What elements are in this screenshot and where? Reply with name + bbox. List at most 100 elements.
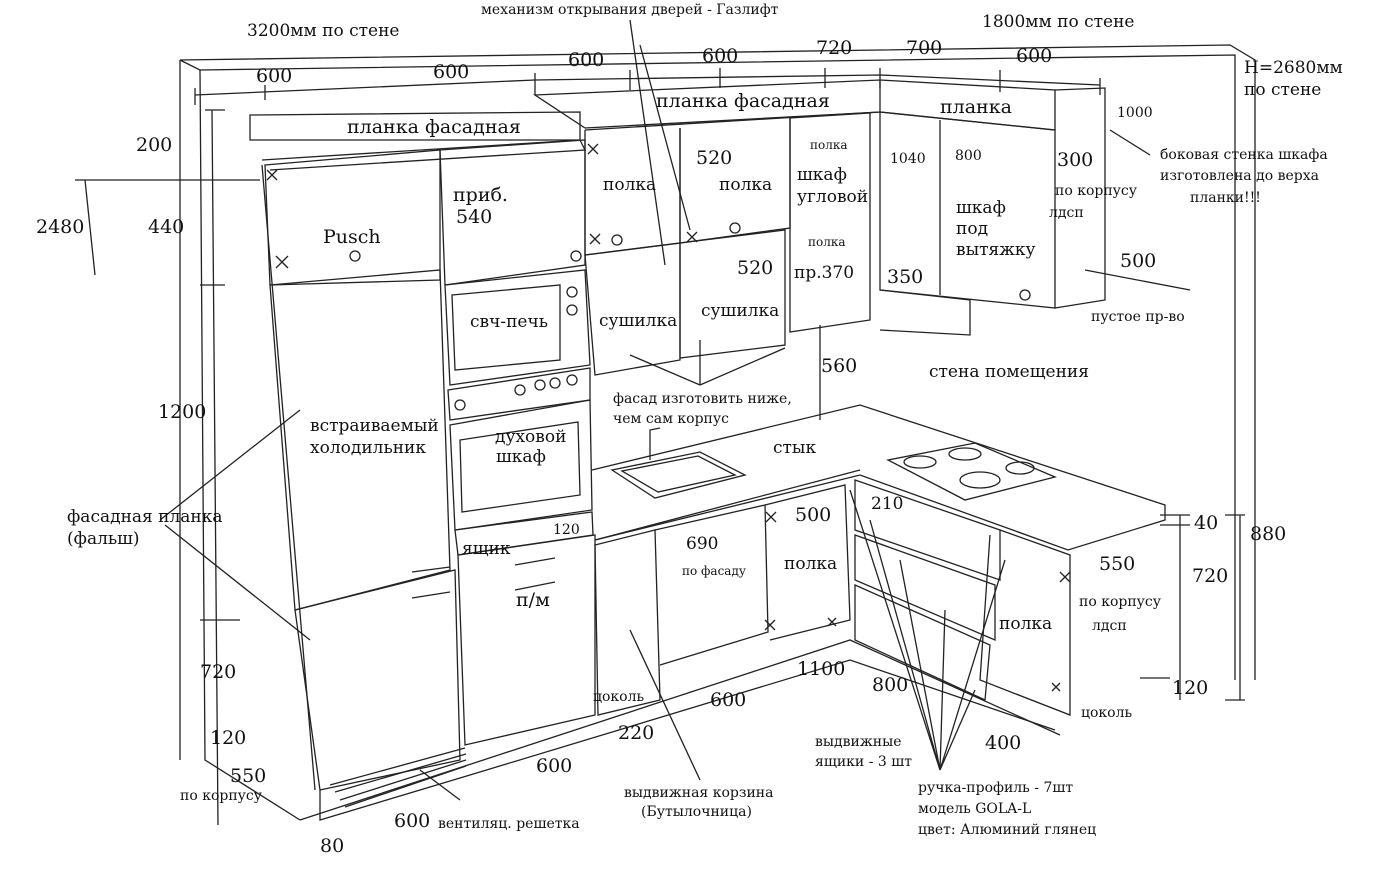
hood-cab-3: вытяжку [956, 240, 1036, 260]
dim-560: 560 [821, 355, 858, 377]
dim-1200: 1200 [158, 401, 207, 423]
dim-600-mid: 600 [710, 689, 747, 711]
dim-520-a: 520 [696, 147, 733, 169]
dim-440: 440 [148, 216, 185, 238]
facade-note-1: фасад изготовить ниже, [613, 391, 792, 407]
basket-label-2: (Бутылочница) [641, 804, 752, 820]
height-label: Н=2680мм [1244, 58, 1343, 78]
mechanism-label: механизм открывания дверей - Газлифт [481, 2, 779, 18]
dim-top-7: 600 [1016, 45, 1053, 67]
planka-mid: планка фасадная [656, 90, 830, 112]
dim-top-2: 600 [433, 61, 470, 83]
handle-label-3: цвет: Алюминий глянец [918, 822, 1097, 838]
drawers-label-2: ящики - 3 шт [815, 754, 913, 770]
shelf-1: полка [603, 175, 657, 195]
by-facade: по фасаду [682, 564, 746, 578]
dim-300: 300 [1057, 149, 1094, 171]
dim-500-low: 500 [795, 504, 832, 526]
dim-400: 400 [985, 732, 1022, 754]
ldsp-right-2: лдсп [1092, 618, 1127, 634]
hood-cab-2: под [956, 219, 989, 239]
dim-40: 40 [1194, 512, 1219, 534]
dim-top-1: 600 [256, 65, 293, 87]
dim-800-top: 800 [955, 148, 982, 164]
oven-label-1: духовой [495, 427, 567, 447]
vent-grille-label: вентиляц. решетка [438, 816, 580, 832]
dim-720: 720 [200, 661, 237, 683]
handle-label-2: модель GOLA-L [918, 801, 1032, 817]
fridge-label-1: встраиваемый [310, 416, 439, 436]
dim-550: 550 [230, 765, 267, 787]
hood-cab-1: шкаф [956, 198, 1006, 218]
dim-720-right: 720 [1192, 565, 1229, 587]
ldsp-right-1: лдсп [1049, 205, 1084, 221]
corner-cab-2: угловой [797, 187, 869, 207]
dim-600-low: 600 [536, 755, 573, 777]
false-plank-2: (фальш) [67, 529, 140, 549]
prib-540: 540 [456, 206, 493, 228]
drawers-label-1: выдвижные [815, 734, 902, 750]
dim-top-5: 720 [816, 37, 853, 59]
side-wall-3: планки!!! [1190, 190, 1261, 206]
fridge-label-2: холодильник [310, 438, 426, 458]
oven-label-2: шкаф [496, 447, 546, 467]
false-plank-1: фасадная планка [67, 507, 223, 527]
dim-2480: 2480 [36, 216, 85, 238]
basket-label-1: выдвижная корзина [624, 785, 774, 801]
joint-label: стык [773, 438, 817, 458]
pm-label: п/м [516, 589, 550, 611]
dim-1100: 1100 [797, 658, 846, 680]
empty-space: пустое пр-во [1091, 309, 1185, 325]
svch-label: свч-печь [470, 312, 548, 332]
drawer-120: 120 [553, 522, 580, 538]
dryer-2: сушилка [701, 301, 780, 321]
wall-right-label: 1800мм по стене [982, 12, 1135, 32]
handle-label-1: ручка-профиль - 7шт [918, 780, 1074, 796]
dim-350: 350 [887, 266, 924, 288]
dryer-1: сушилка [599, 311, 678, 331]
drawer-label: ящик [462, 539, 511, 559]
pr370-label: пр.370 [794, 263, 855, 283]
dim-800-bottom: 800 [872, 674, 909, 696]
corner-cab-1: шкаф [797, 165, 847, 185]
side-wall-1: боковая стенка шкафа [1160, 147, 1328, 163]
planka-left: планка фасадная [347, 116, 521, 138]
shelf-small-2: полка [808, 235, 846, 249]
dim-top-4: 600 [702, 45, 739, 67]
dim-80: 80 [320, 835, 345, 857]
dim-1040: 1040 [890, 151, 926, 167]
dim-120-right: 120 [1172, 677, 1209, 699]
corpus-right-2: по корпусу [1079, 594, 1161, 610]
dim-top-3: 600 [568, 49, 605, 71]
dim-500-right: 500 [1120, 250, 1157, 272]
dim-690: 690 [686, 534, 719, 554]
dim-120: 120 [210, 727, 247, 749]
plinth-label-2: цоколь [1081, 705, 1133, 721]
plinth-label-1: цоколь [593, 689, 645, 705]
shelf-low: полка [784, 554, 838, 574]
dim-550-right: 550 [1099, 553, 1136, 575]
dim-520-b: 520 [737, 257, 774, 279]
dim-top-6: 700 [906, 37, 943, 59]
room-wall-label: стена помещения [929, 362, 1089, 382]
wall-left-label: 3200мм по стене [247, 21, 400, 41]
dim-1000: 1000 [1117, 105, 1153, 121]
shelf-right: полка [999, 614, 1053, 634]
height-sub-label: по стене [1244, 80, 1322, 100]
dim-880: 880 [1250, 523, 1287, 545]
corpus-right-1: по корпусу [1055, 183, 1137, 199]
dim-600-bottom: 600 [394, 810, 431, 832]
prib-label: приб. [453, 184, 508, 206]
corpus-label: по корпусу [180, 788, 262, 804]
planka-right: планка [940, 96, 1012, 118]
facade-note-2: чем сам корпус [613, 411, 729, 427]
pusch-label: Pusch [323, 226, 381, 248]
shelf-2: полка [719, 175, 773, 195]
dim-210: 210 [871, 494, 904, 514]
side-wall-2: изготовлена до верха [1160, 168, 1319, 184]
dim-200: 200 [136, 134, 173, 156]
dim-220: 220 [618, 722, 655, 744]
shelf-small-1: полка [810, 138, 848, 152]
